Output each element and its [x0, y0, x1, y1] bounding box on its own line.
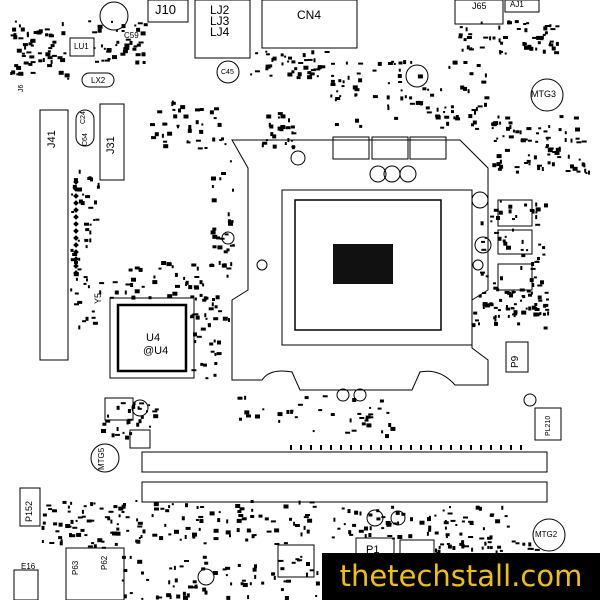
- aj1-outline: [504, 0, 540, 13]
- round-part-1: [405, 64, 429, 88]
- round-part-11: [366, 509, 384, 527]
- round-part-10: [131, 399, 149, 417]
- label-j31: J31: [105, 136, 117, 154]
- c59-capacitor: [99, 1, 129, 31]
- mtg2-mount-hole: [532, 518, 566, 552]
- u4-outline: [109, 297, 195, 379]
- round-part-13: [197, 568, 215, 586]
- label-p152: P152: [24, 500, 34, 522]
- label-u4: U4: [146, 332, 161, 344]
- lj-outline: [194, 0, 251, 59]
- label-c45: C45: [221, 69, 234, 76]
- mtg3-mount-hole: [530, 78, 564, 112]
- label-cn4: CN4: [297, 8, 322, 22]
- comp-pl-2: [371, 136, 409, 160]
- c45-capacitor: [216, 60, 240, 84]
- cpu-socket-inner: [294, 199, 442, 331]
- label-c64: C64: [82, 133, 89, 146]
- comp-pl-3: [409, 136, 447, 160]
- label-lx2: LX2: [91, 76, 106, 85]
- round-part-4: [290, 150, 306, 166]
- label-y5: Y5: [93, 292, 103, 304]
- label-j6: J6: [18, 84, 25, 92]
- watermark-banner: thetechstall.com: [322, 553, 600, 600]
- label-j65: J65: [472, 1, 487, 11]
- cpu-die-pattern: [333, 244, 393, 284]
- label-aj1: AJ1: [510, 0, 524, 9]
- j31-connector: [99, 103, 125, 181]
- cpu-socket-outline: [231, 139, 489, 391]
- socket-hole-right: [472, 259, 484, 271]
- label-lj3: LJ3: [210, 14, 230, 28]
- round-part-14: [523, 393, 537, 407]
- label-c24: C24: [80, 111, 87, 124]
- comp-pl-5: [497, 229, 533, 255]
- label-at-u4: @U4: [143, 345, 169, 357]
- dimm-slot-1: [141, 451, 548, 473]
- cn4-outline: [261, 0, 358, 49]
- label-lj2: LJ2: [210, 3, 230, 17]
- c24-capacitor: [75, 109, 95, 147]
- label-mtg5: MTG5: [97, 447, 106, 470]
- label-j41: J41: [46, 130, 58, 148]
- p9-connector: [505, 341, 529, 373]
- label-mtg3: MTG3: [531, 89, 557, 99]
- dimm-slot-2: [141, 481, 548, 503]
- label-p63: P63: [71, 560, 80, 575]
- label-lu1: LU1: [74, 42, 89, 51]
- j10-outline: [147, 0, 189, 23]
- j41-connector: [39, 109, 69, 361]
- lu1-outline: [69, 37, 95, 57]
- j65-outline: [454, 0, 504, 25]
- cpu-socket-frame: [281, 189, 473, 346]
- round-part-8: [336, 388, 350, 402]
- round-part-2: [471, 191, 489, 209]
- round-part-5: [369, 165, 387, 183]
- comp-left-1: [104, 397, 134, 421]
- label-j10: J10: [155, 2, 176, 17]
- comp-bottom-1: [277, 544, 315, 578]
- round-part-3: [474, 236, 492, 254]
- label-lj4: LJ4: [210, 25, 230, 39]
- round-part-9: [353, 388, 367, 402]
- label-mtg2: MTG2: [535, 530, 558, 539]
- label-p9: P9: [510, 355, 521, 368]
- p152-connector: [19, 487, 41, 527]
- lx2-outline: [81, 72, 115, 88]
- u4-body: [116, 303, 188, 373]
- pl210-outline: [534, 407, 562, 441]
- e16-block: [13, 569, 39, 600]
- comp-pl-6: [497, 263, 533, 291]
- socket-hole-left: [256, 259, 268, 271]
- label-pl210: PL210: [545, 415, 552, 436]
- smd-components: [10, 20, 590, 600]
- round-part-7: [399, 165, 417, 183]
- label-p62: P62: [100, 555, 109, 570]
- comp-pl-1: [332, 136, 370, 160]
- label-e16: E16: [21, 562, 36, 571]
- label-p1: P1: [366, 544, 380, 556]
- label-c59: C59: [124, 31, 139, 40]
- comp-left-2: [129, 429, 151, 449]
- mtg5-mount-hole: [90, 443, 120, 473]
